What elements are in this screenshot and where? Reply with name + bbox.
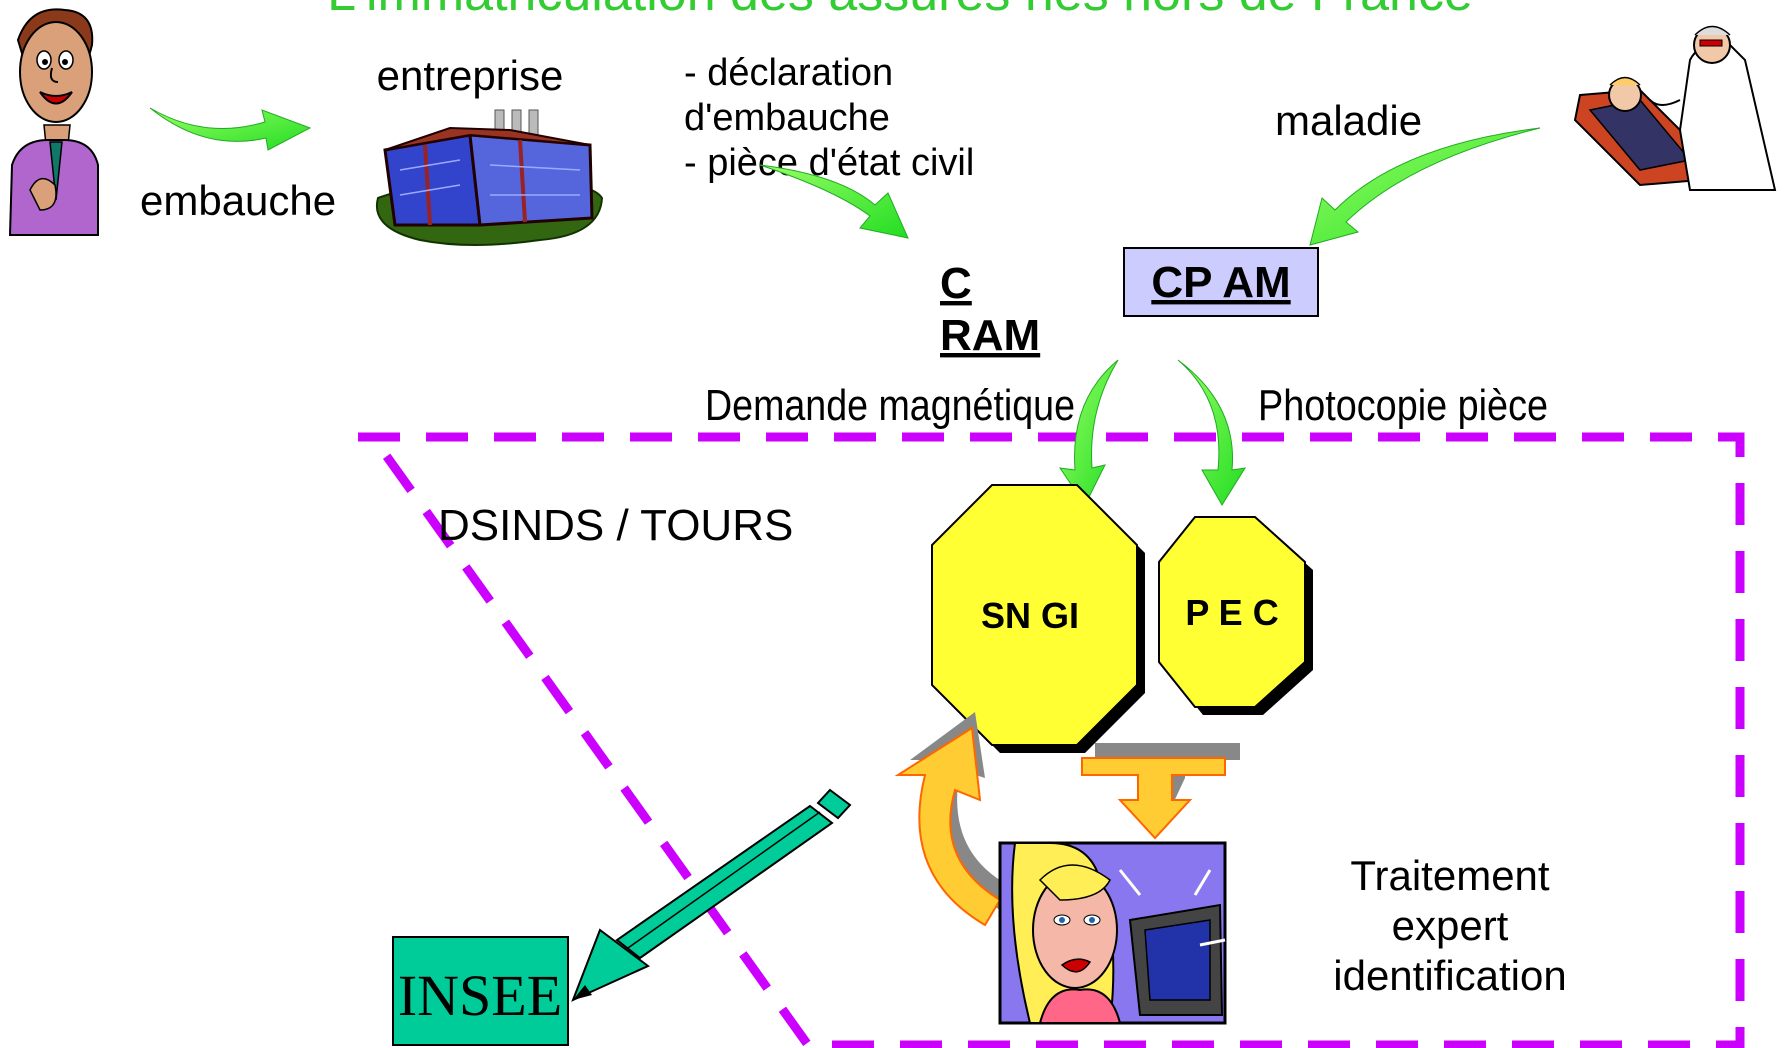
insee-box: INSEE xyxy=(392,936,569,1046)
arrow-embauche xyxy=(149,107,312,151)
label-declaration-1: - déclaration xyxy=(684,52,893,94)
label-pec: P E C xyxy=(1185,592,1278,633)
label-maladie: maladie xyxy=(1275,97,1422,144)
label-cram-c: C xyxy=(940,259,972,308)
label-traitement-2: expert xyxy=(1392,902,1509,949)
pencil-arrow-icon xyxy=(571,788,852,1002)
arrow-declaration xyxy=(759,164,909,239)
cpam-box: CP AM xyxy=(1123,247,1319,317)
doctor-patient-icon xyxy=(1573,25,1777,191)
page-title: L'immatriculation des assurés nés hors d… xyxy=(327,0,1473,22)
pec-octagon: P E C xyxy=(1158,516,1313,715)
arrow-orange-down xyxy=(1081,743,1240,840)
arrow-maladie xyxy=(1309,127,1541,246)
label-cpam: CP AM xyxy=(1151,258,1290,307)
label-declaration-3: - pièce d'état civil xyxy=(684,142,974,184)
label-photocopie: Photocopie pièce xyxy=(1258,381,1548,430)
factory-icon xyxy=(375,109,604,246)
label-entreprise: entreprise xyxy=(377,52,564,99)
label-insee: INSEE xyxy=(398,963,562,1028)
label-embauche: embauche xyxy=(140,177,336,224)
sngi-octagon: SN GI xyxy=(931,484,1145,753)
label-cram-ram: RAM xyxy=(940,311,1040,360)
label-sngi: SN GI xyxy=(981,595,1079,636)
label-dsinds: DSINDS / TOURS xyxy=(438,501,793,550)
man-icon xyxy=(8,8,99,236)
arrow-photocopie xyxy=(1177,359,1246,506)
dsinds-region-border xyxy=(358,432,1745,1048)
woman-computer-icon xyxy=(998,841,1227,1025)
label-declaration-2: d'embauche xyxy=(684,97,890,139)
label-demande: Demande magnétique xyxy=(705,381,1075,430)
arrow-orange-up xyxy=(894,712,1008,927)
label-traitement-1: Traitement xyxy=(1350,852,1550,899)
label-traitement-3: identification xyxy=(1333,952,1566,999)
